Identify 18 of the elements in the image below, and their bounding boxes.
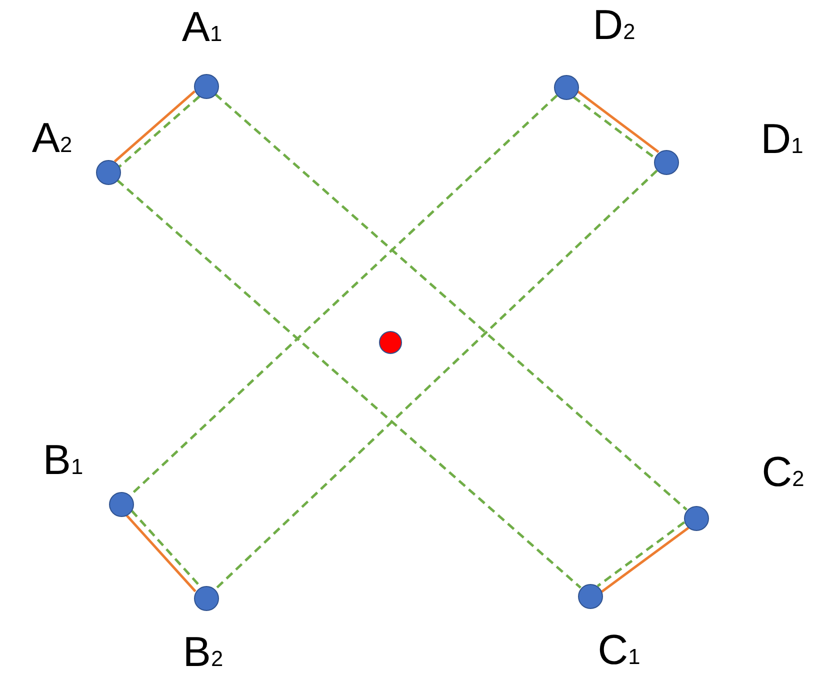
- point-dot: [194, 586, 218, 610]
- center-dot: [378, 330, 402, 354]
- point-dot: [578, 584, 602, 608]
- point-dot: [654, 150, 678, 174]
- dashed-line: [596, 521, 686, 588]
- point-dot: [684, 506, 708, 530]
- point-dot: [108, 492, 134, 516]
- dashed-line: [214, 170, 658, 590]
- connecting-line: [114, 90, 196, 162]
- point-dot: [554, 74, 578, 100]
- point-dot: [96, 160, 120, 184]
- point-dot: [194, 74, 218, 98]
- connecting-line: [576, 90, 660, 153]
- dashed-line: [116, 179, 582, 589]
- dashed-line: [572, 96, 656, 159]
- dashed-line: [214, 93, 688, 511]
- dashed-line: [118, 96, 200, 168]
- connecting-line: [600, 526, 690, 593]
